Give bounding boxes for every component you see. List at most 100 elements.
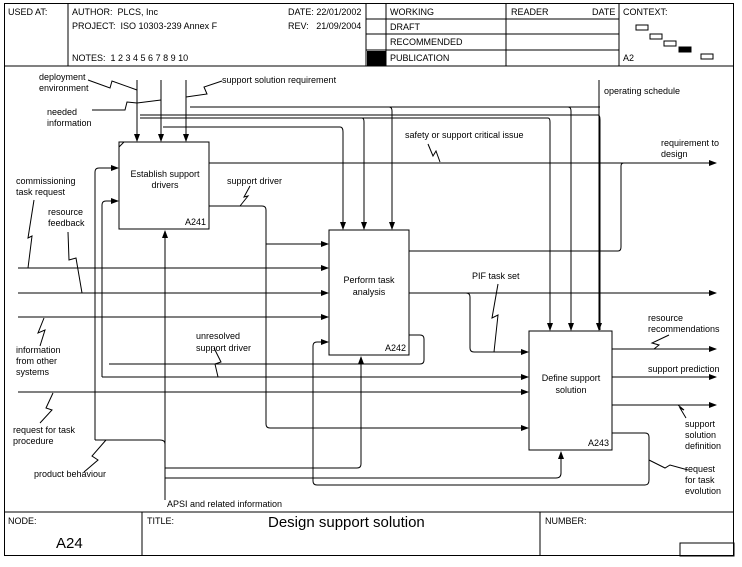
rev-field: REV: 21/09/2004 bbox=[288, 21, 361, 32]
label-leader bbox=[185, 80, 223, 98]
arrow-apsi-to-a242 bbox=[165, 356, 364, 469]
status-draft: DRAFT bbox=[390, 22, 420, 32]
label-product-behaviour: product behaviour bbox=[34, 469, 106, 479]
context-box-selected bbox=[678, 46, 692, 53]
rev-value: 21/09/2004 bbox=[316, 21, 362, 31]
label-unresolved-support-driver: support driver bbox=[196, 343, 251, 353]
date-label: DATE: bbox=[288, 7, 314, 17]
label-support-driver: support driver bbox=[227, 176, 282, 186]
reader-label: READER bbox=[511, 7, 549, 17]
label-leader bbox=[427, 143, 441, 163]
activity-a241-name: Establish support bbox=[130, 169, 200, 179]
label-request-task-evolution: request bbox=[685, 464, 716, 474]
publication-selected-marker bbox=[367, 51, 386, 66]
label-support-solution-definition: solution bbox=[685, 430, 716, 440]
activity-a242-name: analysis bbox=[353, 287, 386, 297]
label-pif-task-set: PIF task set bbox=[472, 271, 520, 281]
label-leader bbox=[37, 317, 46, 347]
used-at-label: USED AT: bbox=[8, 7, 48, 17]
author-field: AUTHOR: PLCS, Inc bbox=[72, 7, 158, 18]
arrow-to-a243-control bbox=[140, 117, 553, 331]
node-value: A24 bbox=[56, 535, 83, 552]
notes-field: NOTES: 1 2 3 4 5 6 7 8 9 10 bbox=[72, 53, 188, 64]
label-deployment-environment: deployment bbox=[39, 72, 86, 82]
label-leader bbox=[213, 347, 222, 378]
label-requirement-to-design: requirement to bbox=[661, 138, 719, 148]
project-field: PROJECT: ISO 10303-239 Annex F bbox=[72, 21, 217, 32]
label-request-task-procedure: procedure bbox=[13, 436, 54, 446]
activity-a241-name: drivers bbox=[151, 180, 179, 190]
arrow-to-a242-control bbox=[163, 126, 346, 230]
context-box bbox=[700, 53, 714, 60]
label-leader bbox=[92, 99, 162, 111]
arrow-support-driver-to-a243 bbox=[265, 244, 529, 431]
label-leader bbox=[491, 283, 499, 353]
label-leader bbox=[650, 334, 670, 350]
status-working: WORKING bbox=[390, 7, 434, 17]
arrow-to-a242-control bbox=[190, 106, 395, 230]
label-leader bbox=[67, 231, 83, 294]
project-label: PROJECT: bbox=[72, 21, 116, 31]
diagram-title: Design support solution bbox=[268, 514, 425, 531]
label-commissioning-task-request: commissioning bbox=[16, 176, 76, 186]
label-leader bbox=[648, 459, 689, 471]
number-label: NUMBER: bbox=[545, 516, 587, 526]
label-resource-recommendations: recommendations bbox=[648, 324, 720, 334]
context-box bbox=[663, 40, 677, 47]
activity-box-a243[interactable] bbox=[528, 330, 613, 451]
label-leader bbox=[39, 392, 54, 424]
status-publication: PUBLICATION bbox=[390, 53, 450, 63]
label-information-other-systems: information bbox=[16, 345, 61, 355]
label-deployment-environment: environment bbox=[39, 83, 89, 93]
label-commissioning-task-request: task request bbox=[16, 187, 66, 197]
activity-a242-name: Perform task bbox=[343, 275, 395, 285]
activity-a241-id: A241 bbox=[185, 217, 206, 227]
label-apsi: APSI and related information bbox=[167, 499, 282, 509]
arrow-support-driver bbox=[209, 205, 329, 247]
activity-a243-name: solution bbox=[555, 385, 586, 395]
date-field: DATE: 22/01/2002 bbox=[288, 7, 361, 18]
label-needed-information: information bbox=[47, 118, 92, 128]
label-support-solution-requirement: support solution requirement bbox=[222, 75, 337, 85]
arrow-request-task-evolution bbox=[312, 339, 650, 486]
activity-box-a241[interactable] bbox=[118, 141, 210, 230]
label-leader bbox=[239, 185, 251, 207]
label-requirement-to-design: design bbox=[661, 149, 688, 159]
label-leader bbox=[27, 199, 35, 269]
label-support-prediction: support prediction bbox=[648, 364, 720, 374]
author-label: AUTHOR: bbox=[72, 7, 113, 17]
arrow-a242-feedback bbox=[109, 334, 425, 365]
label-safety-issue: safety or support critical issue bbox=[405, 130, 524, 140]
label-resource-recommendations: resource bbox=[648, 313, 683, 323]
activity-a242-id: A242 bbox=[385, 343, 406, 353]
label-request-task-procedure: request for task bbox=[13, 425, 76, 435]
label-support-solution-definition: definition bbox=[685, 441, 721, 451]
context-label: CONTEXT: bbox=[623, 7, 668, 17]
label-information-other-systems: from other bbox=[16, 356, 57, 366]
label-needed-information: needed bbox=[47, 107, 77, 117]
arrow-apsi-to-a243 bbox=[165, 451, 564, 479]
label-resource-feedback: resource bbox=[48, 207, 83, 217]
arrow-feedback-to-a241 bbox=[94, 165, 119, 440]
arrow-product-behaviour bbox=[95, 439, 166, 445]
arrow-to-a242-control bbox=[140, 117, 367, 230]
context-box bbox=[635, 24, 649, 31]
context-node: A2 bbox=[623, 53, 635, 63]
project-value: ISO 10303-239 Annex F bbox=[120, 21, 218, 31]
arrow-to-a243-control bbox=[190, 106, 574, 331]
context-box bbox=[649, 33, 663, 40]
notes-label: NOTES: bbox=[72, 53, 106, 63]
label-support-solution-definition: support bbox=[685, 419, 716, 429]
box-corner-mark bbox=[118, 141, 125, 148]
label-operating-schedule: operating schedule bbox=[604, 86, 680, 96]
activity-box-a242[interactable] bbox=[328, 229, 410, 356]
label-unresolved-support-driver: unresolved bbox=[196, 331, 240, 341]
author-value: PLCS, Inc bbox=[117, 7, 159, 17]
arrow-a242-to-design bbox=[409, 162, 625, 252]
date-value: 22/01/2002 bbox=[316, 7, 362, 17]
footer-corner-box bbox=[679, 542, 735, 557]
diagram-frame bbox=[4, 3, 734, 556]
label-information-other-systems: systems bbox=[16, 367, 50, 377]
label-request-task-evolution: for task bbox=[685, 475, 715, 485]
